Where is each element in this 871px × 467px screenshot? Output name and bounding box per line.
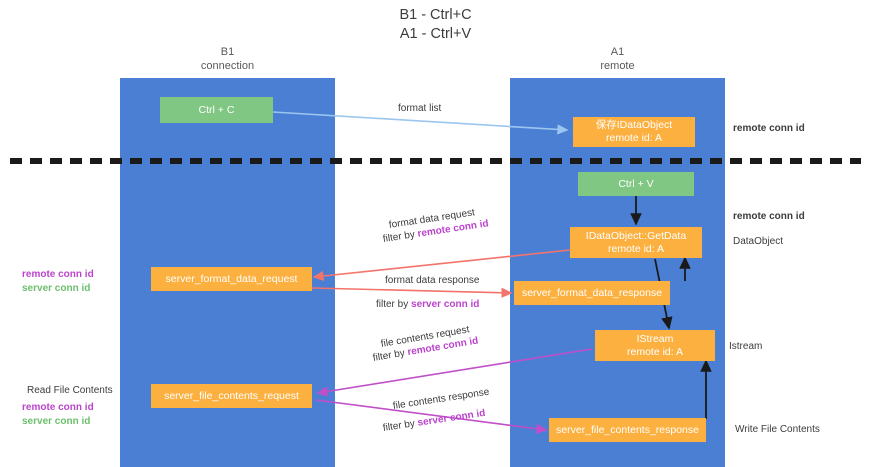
node-ctrl-v-label: Ctrl + V	[618, 177, 654, 190]
filter-key-server-conn-id: server conn id	[416, 407, 487, 429]
filter-prefix: filter by	[382, 417, 419, 434]
node-save-idataobject-line1: 保存IDataObject	[595, 119, 673, 131]
node-idataobject-getdata[interactable]: IDataObject::GetData remote id: A	[570, 227, 702, 258]
node-server-file-contents-response-label: server_file_contents_response	[555, 423, 699, 436]
filter-prefix: filter by	[382, 228, 419, 245]
legend-bottom-remote-conn-id: remote conn id	[22, 402, 94, 413]
node-idataobject-getdata-line2: remote id: A	[607, 242, 665, 255]
legend-middle-server-conn-id: server conn id	[22, 282, 91, 294]
node-ctrl-c[interactable]: Ctrl + C	[160, 97, 273, 123]
edge-label-format-data-response: format data response	[385, 275, 480, 286]
legend-bottom-server-conn-id: server conn id	[22, 415, 91, 427]
node-server-file-contents-request-label: server_file_contents_request	[164, 389, 299, 402]
node-istream-line1: IStream	[636, 332, 674, 345]
node-ctrl-c-label: Ctrl + C	[198, 103, 235, 116]
filter-prefix: filter by	[376, 299, 412, 310]
node-idataobject-getdata-line1: IDataObject::GetData	[585, 229, 687, 242]
annotation-remote-conn-id-mid: remote conn id	[733, 211, 805, 222]
legend-middle: remote conn id server conn id	[22, 268, 94, 295]
node-istream-line2: remote id: A	[626, 345, 684, 358]
annotation-dataobject: DataObject	[733, 236, 784, 247]
node-ctrl-v[interactable]: Ctrl + V	[578, 172, 694, 196]
node-istream[interactable]: IStream remote id: A	[595, 330, 715, 361]
annotation-read-file-contents: Read File Contents	[27, 385, 113, 396]
node-server-format-data-response-label: server_format_data_response	[521, 286, 663, 299]
filter-prefix: filter by	[372, 347, 409, 364]
node-save-idataobject-line2: remote id: A	[605, 132, 663, 144]
phase-divider	[10, 158, 861, 164]
lane-a1-header: A1 remote	[600, 46, 635, 72]
filter-key-server-conn-id: server conn id	[411, 299, 480, 310]
lane-b1-header: B1 connection	[200, 46, 255, 72]
edge-label-format-list: format list	[398, 103, 442, 114]
node-save-idataobject[interactable]: 保存IDataObject remote id: A	[573, 117, 695, 147]
legend-middle-remote-conn-id: remote conn id	[22, 269, 94, 280]
node-server-format-data-response[interactable]: server_format_data_response	[514, 281, 670, 305]
page-title: B1 - Ctrl+C A1 - Ctrl+V	[399, 7, 472, 42]
annotation-istream: Istream	[729, 341, 763, 352]
annotation-remote-conn-id-top: remote conn id	[733, 123, 805, 134]
node-server-file-contents-request[interactable]: server_file_contents_request	[151, 384, 312, 408]
node-server-file-contents-response[interactable]: server_file_contents_response	[549, 418, 706, 442]
node-server-format-data-request-label: server_format_data_request	[165, 272, 298, 285]
node-server-format-data-request[interactable]: server_format_data_request	[151, 267, 312, 291]
annotation-write-file-contents: Write File Contents	[735, 424, 820, 435]
edge-format-data-response	[311, 287, 513, 298]
edge-label-format-data-response-filter: filter by server conn id	[376, 298, 479, 311]
legend-bottom: remote conn id server conn id	[22, 401, 94, 428]
